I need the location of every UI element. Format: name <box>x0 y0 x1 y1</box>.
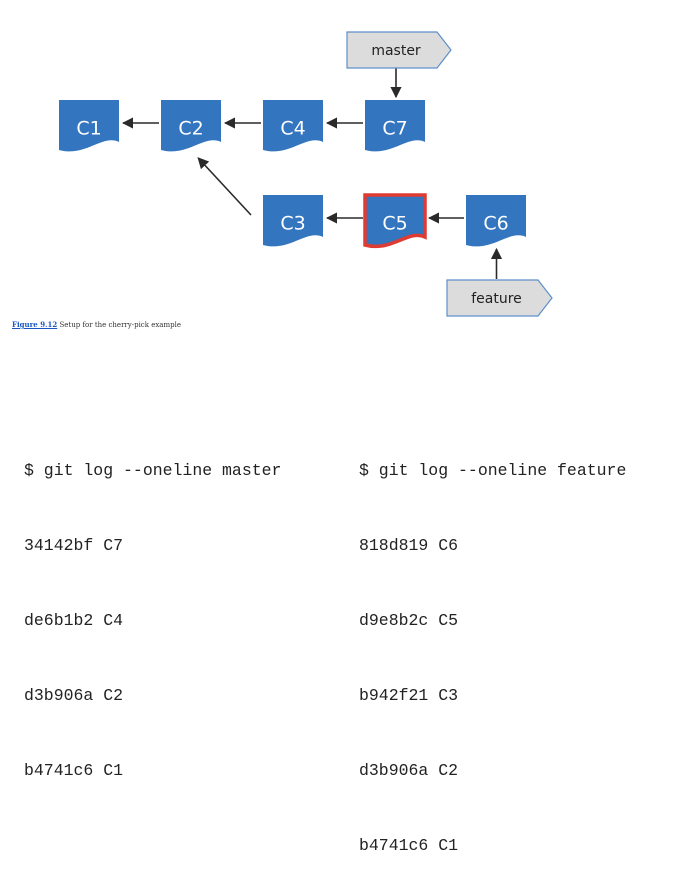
commit-node-c6: C6 <box>466 195 526 247</box>
feature-log-command: $ git log --oneline feature <box>359 461 627 480</box>
feature-log-line: b4741c6 C1 <box>359 836 459 855</box>
master-log-line: 34142bf C7 <box>24 536 124 555</box>
commit-label: C1 <box>76 118 101 140</box>
commit-label: C7 <box>382 118 407 140</box>
master-log-line: de6b1b2 C4 <box>24 611 124 630</box>
commit-node-c7: C7 <box>365 100 425 152</box>
branch-tag-shape <box>346 31 452 69</box>
figure-reference-link[interactable]: Figure 9.12 <box>12 320 58 329</box>
branch-label: master <box>371 43 421 59</box>
commit-shape <box>263 195 323 247</box>
feature-log-line: b942f21 C3 <box>359 686 459 705</box>
commit-label: C4 <box>280 118 305 140</box>
feature-log-line: d9e8b2c C5 <box>359 611 459 630</box>
commit-label: C5 <box>382 213 407 235</box>
commit-shape-highlighted <box>363 193 427 249</box>
commit-node-c5: C5 <box>363 193 427 249</box>
master-log-command: $ git log --oneline master <box>24 461 282 480</box>
commit-label: C3 <box>280 213 305 235</box>
commit-shape <box>365 100 425 152</box>
edge-c3-to-c2 <box>197 157 252 216</box>
branch-pointer-master: master <box>346 31 452 99</box>
figure-caption-text: Setup for the cherry-pick example <box>57 321 181 329</box>
commit-node-c2: C2 <box>161 100 221 152</box>
feature-log-line: d3b906a C2 <box>359 761 459 780</box>
commit-label: C2 <box>178 118 203 140</box>
master-log-output: $ git log --oneline master 34142bf C7 de… <box>24 408 281 808</box>
commit-node-c3: C3 <box>263 195 323 247</box>
figure-caption: Figure 9.12 Setup for the cherry-pick ex… <box>12 320 181 329</box>
commit-node-c4: C4 <box>263 100 323 152</box>
commit-label: C6 <box>483 213 508 235</box>
master-log-line: d3b906a C2 <box>24 686 124 705</box>
branch-tag-shape <box>446 279 553 317</box>
commit-node-c1: C1 <box>59 100 119 152</box>
commit-shape <box>59 100 119 152</box>
master-log-line: b4741c6 C1 <box>24 761 124 780</box>
branch-label: feature <box>471 291 522 307</box>
commit-shape <box>466 195 526 247</box>
commit-shape <box>161 100 221 152</box>
branch-pointer-feature: feature <box>446 247 553 317</box>
feature-log-output: $ git log --oneline feature 818d819 C6 d… <box>359 408 626 883</box>
feature-log-line: 818d819 C6 <box>359 536 459 555</box>
commit-shape <box>263 100 323 152</box>
